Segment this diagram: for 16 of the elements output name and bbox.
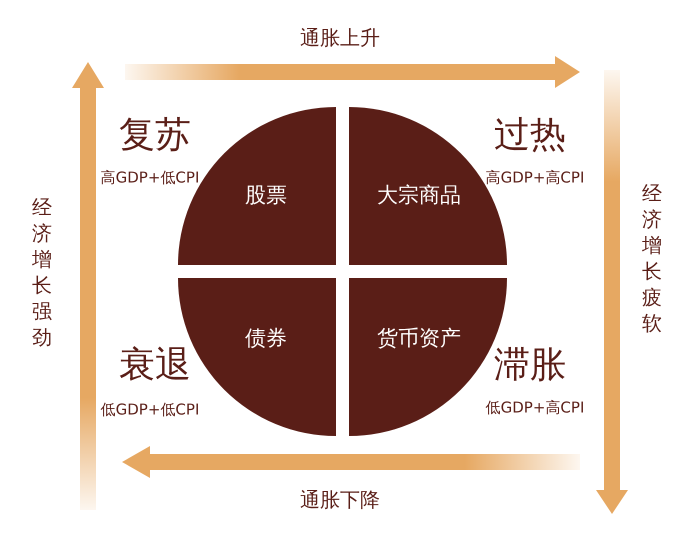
asset-label: 货币资产 [377, 325, 461, 352]
asset-label: 股票 [245, 182, 287, 209]
axis-label: 通胀上升 [300, 24, 380, 52]
phase-label: 复苏 [119, 114, 191, 158]
axis-label: 经济增长强劲 [32, 194, 52, 350]
indicator-label: 高GDP+高CPI [486, 168, 584, 188]
phase-label: 滞胀 [494, 344, 566, 388]
phase-label: 过热 [494, 114, 566, 158]
phase-label: 衰退 [119, 344, 191, 388]
asset-label: 大宗商品 [377, 182, 461, 209]
indicator-label: 低GDP+低CPI [100, 400, 200, 420]
indicator-label: 高GDP+低CPI [100, 168, 200, 188]
axis-label: 通胀下降 [300, 486, 380, 514]
asset-label: 债券 [245, 325, 287, 352]
indicator-label: 低GDP+高CPI [486, 398, 584, 418]
axis-label: 经济增长疲软 [642, 180, 662, 336]
